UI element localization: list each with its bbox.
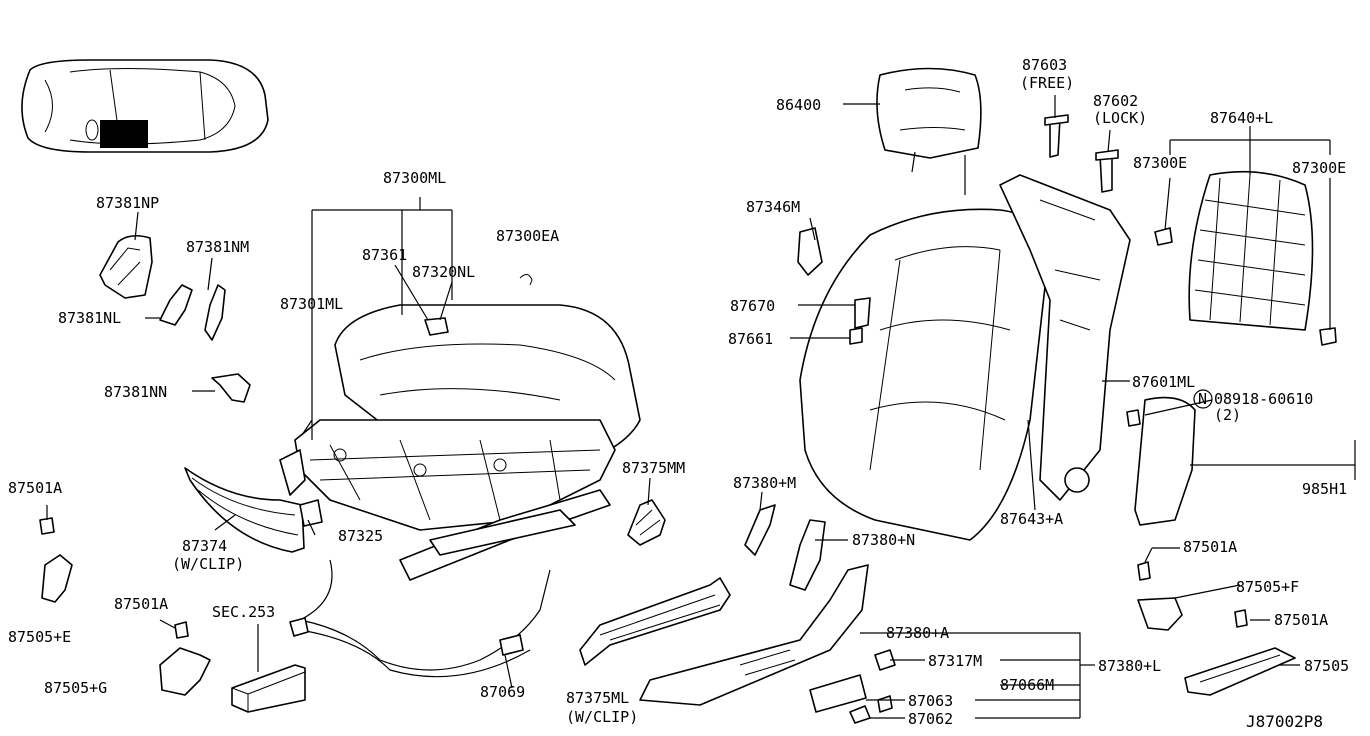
label-87501a-4: 87501A — [1274, 611, 1328, 629]
back-board-87640l — [1154, 170, 1337, 346]
label-87381nm: 87381NM — [186, 238, 249, 256]
side-covers-right — [639, 504, 896, 724]
label-87643a: 87643+A — [1000, 510, 1063, 528]
label-87501a-3: 87501A — [1183, 538, 1237, 556]
brackets-left — [39, 517, 211, 696]
label-87661: 87661 — [728, 330, 773, 348]
label-87505: 87505 — [1304, 657, 1349, 675]
label-87380l: 87380+L — [1098, 657, 1161, 675]
label-87062: 87062 — [908, 710, 953, 728]
label-87381nl: 87381NL — [58, 309, 121, 327]
seat-cushion-assembly — [279, 274, 641, 581]
label-87346m: 87346M — [746, 198, 800, 216]
side-cover-parts — [99, 234, 251, 403]
control-module-sec253 — [231, 664, 306, 713]
label-87380a: 87380+A — [886, 624, 949, 642]
label-87375ml: 87375ML — [566, 689, 629, 707]
part-labels: 87300ML 87301ML 87361 87320NL 87300EA 87… — [8, 56, 1349, 731]
brackets-right — [1137, 561, 1296, 696]
label-87501a-2: 87501A — [114, 595, 168, 613]
label-86400: 86400 — [776, 96, 821, 114]
front-trim-87374 — [184, 467, 305, 553]
label-87381np: 87381NP — [96, 194, 159, 212]
label-87603: 87603 — [1022, 56, 1067, 74]
label-87640l: 87640+L — [1210, 109, 1273, 127]
label-87069: 87069 — [480, 683, 525, 701]
label-87380m: 87380+M — [733, 474, 796, 492]
label-08918-60610: 08918-60610 — [1214, 390, 1313, 408]
label-87505f: 87505+F — [1236, 578, 1299, 596]
label-sec253: SEC.253 — [212, 603, 275, 621]
label-87381nn: 87381NN — [104, 383, 167, 401]
label-87501a-1: 87501A — [8, 479, 62, 497]
label-87320nl: 87320NL — [412, 263, 475, 281]
label-87374-clip: (W/CLIP) — [172, 555, 244, 573]
diagram-code: J87002P8 — [1246, 712, 1323, 731]
label-87317m: 87317M — [928, 652, 982, 670]
label-87374: 87374 — [182, 537, 227, 555]
seat-back-87601ml — [797, 174, 1131, 541]
label-87361: 87361 — [362, 246, 407, 264]
label-87375ml-clip: (W/CLIP) — [566, 708, 638, 726]
label-87375mm: 87375MM — [622, 459, 685, 477]
label-87602: 87602 — [1093, 92, 1138, 110]
bracket-87375mm — [627, 499, 666, 546]
label-87380n: 87380+N — [852, 531, 915, 549]
label-87300e-1: 87300E — [1133, 154, 1187, 172]
label-87066m: 87066M — [1000, 676, 1054, 694]
label-985h1: 985H1 — [1302, 480, 1347, 498]
headrest-86400 — [876, 67, 982, 195]
label-87505g: 87505+G — [44, 679, 107, 697]
label-87602-lock: (LOCK) — [1093, 109, 1147, 127]
label-87300ml: 87300ML — [383, 169, 446, 187]
leader-lines — [46, 95, 1356, 719]
label-n-marker: N — [1198, 390, 1207, 408]
label-87601ml: 87601ML — [1132, 373, 1195, 391]
label-87670: 87670 — [730, 297, 775, 315]
label-87300e-2: 87300E — [1292, 159, 1346, 177]
headrest-guides — [1044, 114, 1119, 193]
highlighted-seat-marker — [100, 120, 148, 148]
car-top-view — [21, 59, 269, 153]
label-87301ml: 87301ML — [280, 295, 343, 313]
label-87325: 87325 — [338, 527, 383, 545]
side-airbag-985h1 — [1126, 396, 1196, 526]
label-87603-free: (FREE) — [1020, 74, 1074, 92]
label-87505e: 87505+E — [8, 628, 71, 646]
finisher-87375ml — [579, 577, 731, 666]
wire-harness-87069 — [231, 559, 551, 713]
label-87063: 87063 — [908, 692, 953, 710]
label-87300ea: 87300EA — [496, 227, 559, 245]
label-08918-qty: (2) — [1214, 406, 1241, 424]
